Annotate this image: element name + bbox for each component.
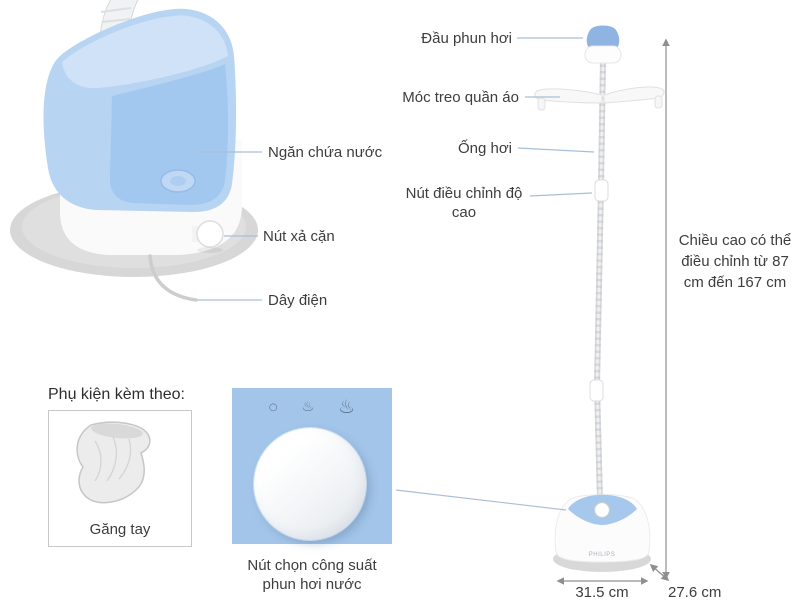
label-hanger: Móc treo quần áo [402, 89, 519, 106]
base-width-dimension: 31.5 cm [575, 584, 629, 600]
label-power-cord: Dây điện [268, 292, 328, 309]
drain-knob [196, 220, 224, 248]
hanger-clip-left [537, 97, 546, 111]
base-depth-dimension: 27.6 cm [668, 584, 722, 600]
label-water-tank: Ngăn chứa nước [268, 144, 383, 161]
height-dimension-note: Chiều cao có thể điều chỉnh từ 87 cm đến… [678, 232, 792, 291]
depth-arrow [649, 563, 670, 582]
label-drain-knob: Nút xả cặn [263, 228, 335, 245]
full-steamer: PHILIPS [534, 25, 665, 572]
label-steam-head: Đầu phun hơi [421, 30, 512, 47]
height-adjust-clamp-upper [594, 179, 609, 202]
hanger-arm-left [534, 88, 603, 104]
dimension-arrows [556, 38, 670, 585]
line-height-adjust [529, 192, 593, 197]
accessories-heading: Phụ kiện kèm theo: [48, 386, 185, 403]
dial-off-icon: ○ [268, 401, 278, 413]
steam-power-knob [254, 428, 366, 540]
label-hose: Ống hơi [457, 140, 512, 157]
accessories-box: Găng tay [48, 410, 192, 547]
line-dial-to-base [395, 489, 567, 511]
hanger-clip-right [654, 95, 663, 109]
tank-water [109, 64, 228, 205]
dial-low-steam-icon: ♨ [301, 399, 315, 415]
glove-label: Găng tay [89, 521, 151, 538]
steam-power-dial-panel: ○ ♨ ♨ [232, 388, 392, 544]
dial-high-steam-icon: ♨ [338, 396, 356, 418]
power-cord [148, 254, 198, 302]
line-hose [517, 147, 595, 153]
base-unit-closeup [10, 0, 258, 302]
dial-caption: Nút chọn công suất phun hơi nước [247, 557, 377, 593]
connector-lines [197, 37, 595, 511]
base-knob [593, 501, 611, 519]
tank-top-face [62, 15, 228, 89]
dial-icon-row: ○ ♨ ♨ [232, 396, 392, 418]
label-height-adjust: Nút điều chỉnh độ cao [405, 185, 523, 221]
steam-head [586, 25, 620, 50]
height-adjust-clamp-lower [589, 379, 604, 402]
steam-hose [593, 57, 606, 501]
glove-image [76, 421, 151, 504]
brand-logo: PHILIPS [589, 552, 616, 558]
